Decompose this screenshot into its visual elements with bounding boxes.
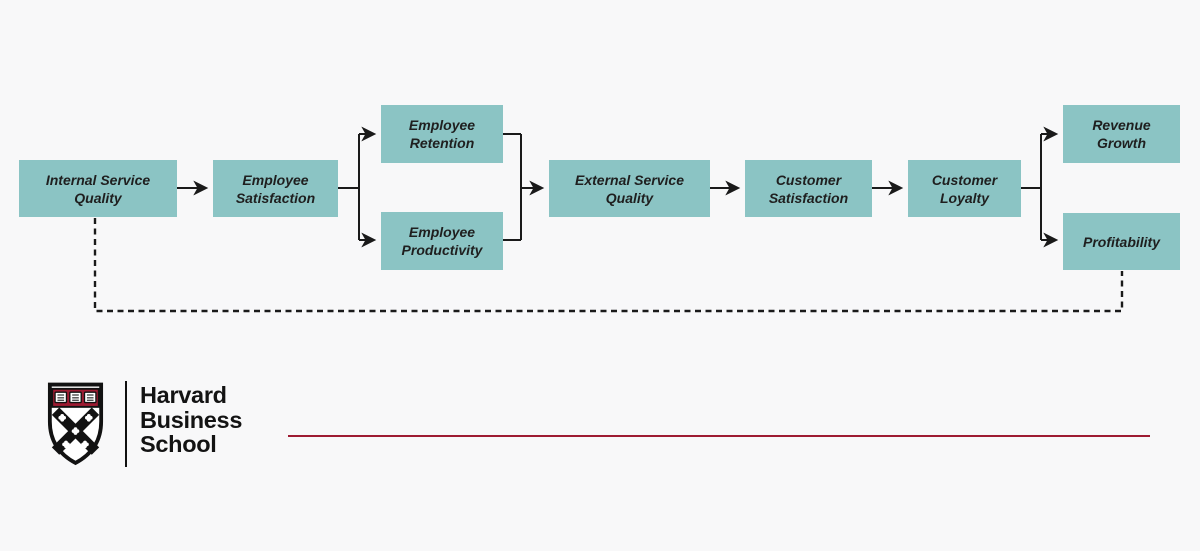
node-customer-loyalty: Customer Loyalty (908, 160, 1021, 217)
node-employee-retention: Employee Retention (381, 105, 503, 163)
node-external-service-quality: External Service Quality (549, 160, 710, 217)
wordmark-line-2: Business (140, 406, 243, 433)
wordmark-line-3: School (140, 431, 217, 457)
hbs-shield-icon (47, 382, 104, 466)
connector-feedback-dashed (93, 218, 1124, 313)
node-internal-service-quality: Internal Service Quality (19, 160, 177, 217)
node-revenue-growth: Revenue Growth (1063, 105, 1180, 163)
hbs-branding: Harvard Business School (47, 381, 242, 467)
brand-divider (125, 381, 127, 467)
node-employee-satisfaction: Employee Satisfaction (213, 160, 338, 217)
node-profitability: Profitability (1063, 213, 1180, 270)
hbs-wordmark: Harvard Business School (140, 381, 242, 457)
node-employee-productivity: Employee Productivity (381, 212, 503, 270)
node-customer-satisfaction: Customer Satisfaction (745, 160, 872, 217)
wordmark-line-1: Harvard (140, 382, 227, 408)
